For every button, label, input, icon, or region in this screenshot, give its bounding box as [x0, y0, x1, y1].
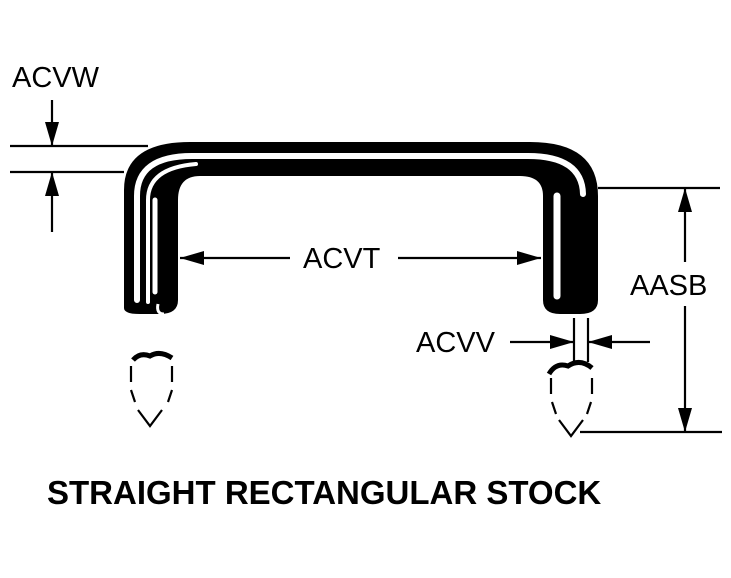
- aasb-dimension: [580, 186, 722, 434]
- acvv-dimension: [510, 318, 650, 362]
- acvv-label: ACVV: [416, 327, 496, 359]
- acvt-label: ACVT: [303, 243, 381, 275]
- acvt-dimension: [180, 251, 541, 265]
- left-break-end: [129, 350, 174, 428]
- handle-outline: [124, 142, 598, 316]
- diagram-title: STRAIGHT RECTANGULAR STOCK: [47, 474, 601, 511]
- aasb-label: AASB: [630, 270, 707, 302]
- acvw-dimension: [10, 100, 148, 232]
- acvw-label: ACVW: [12, 62, 100, 94]
- right-break-end: [546, 360, 594, 438]
